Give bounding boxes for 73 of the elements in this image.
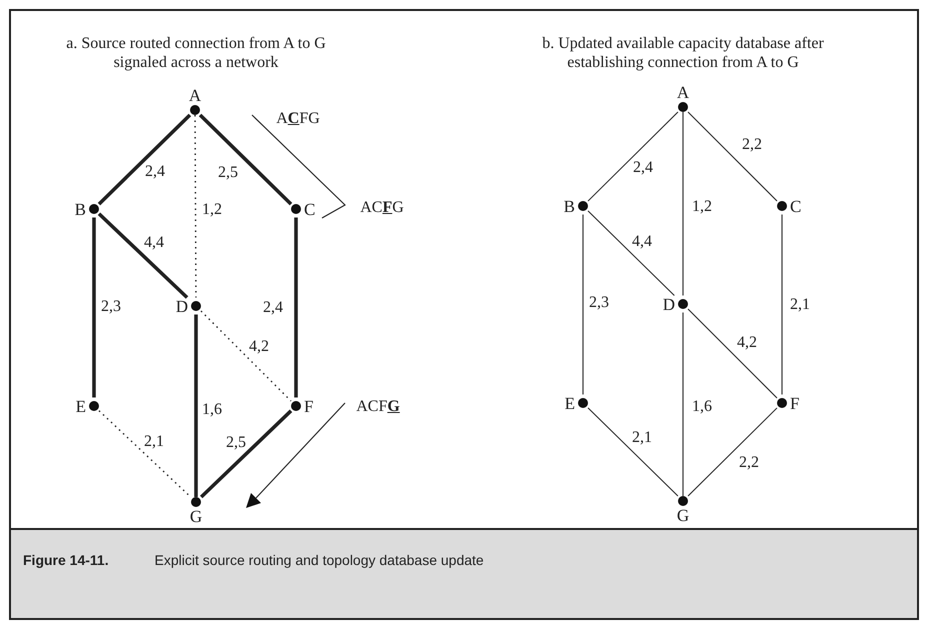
network-node [176,298,201,314]
node-label: A [676,84,690,101]
node-label: B [74,200,86,218]
link-line [194,314,198,497]
edge-label: 4,4 [144,235,164,251]
edge-label: 1,6 [202,402,222,418]
node-label: C [304,200,316,218]
link-line [98,212,188,299]
node-label: D [662,296,675,312]
network-node [564,198,588,214]
node-label: E [564,394,575,412]
network-node [676,84,690,112]
network-node [777,394,800,412]
link-line [688,112,778,202]
node-label: E [76,398,86,414]
link-line [588,112,678,202]
edge-label: 2,2 [739,455,759,471]
panel-title: a. Source routed connection from A to G signaled across a network [66,34,326,72]
link-line [98,410,192,498]
link-line [682,112,684,296]
edge-label: 4,4 [632,234,652,250]
edge-label: 1,6 [692,399,712,415]
edge-label: 2,4 [145,164,165,180]
network-node [564,394,588,412]
edge-label: 4,2 [737,335,757,351]
link-line [688,407,778,496]
link-line [92,218,96,398]
route-label: ACFG [276,109,320,128]
node-label: A [188,87,202,104]
figure-caption: Figure 14-11. Explicit source routing and topology database update [11,530,917,618]
node-label: C [790,198,802,214]
link-line [682,312,684,496]
edge-label: 2,4 [263,300,283,316]
link-line [294,218,298,398]
network-node [291,200,316,218]
route-label: ACFG [356,397,400,416]
link-line [198,114,292,206]
panel-title: b. Updated available capacity database after establishing connection from A to G [541,34,825,72]
link-line [688,308,778,398]
edge-label: 2,3 [101,299,121,315]
network-node [188,87,202,115]
link-line [194,115,197,298]
route-label: ACFG [360,198,404,217]
link-line [588,407,678,496]
network-node [777,198,802,214]
edge-label: 1,2 [692,199,712,215]
edge-label: 2,1 [144,434,164,450]
node-label: D [176,298,188,314]
link-line [588,210,675,296]
node-label: F [790,394,800,412]
network-node [291,398,314,414]
edge-label: 2,3 [589,295,609,311]
edge-label: 1,2 [202,202,222,218]
edge-label: 4,2 [249,339,269,355]
node-label: G [676,507,690,524]
node-label: F [304,398,314,414]
edge-label: 2,5 [226,435,246,451]
link-line [582,214,584,395]
network-node [74,200,99,218]
node-label: B [564,198,575,214]
edge-label: 2,1 [790,297,810,313]
edge-label: 2,4 [633,160,653,176]
edge-label: 2,2 [742,137,762,153]
network-node [190,497,202,525]
link-line [200,410,292,498]
network-node [76,398,99,414]
node-label: G [190,508,202,525]
network-node [676,496,690,524]
link-line [200,310,292,402]
network-node [662,296,688,312]
link-line [98,114,192,206]
edge-label: 2,1 [632,430,652,446]
edge-label: 2,5 [218,165,238,181]
